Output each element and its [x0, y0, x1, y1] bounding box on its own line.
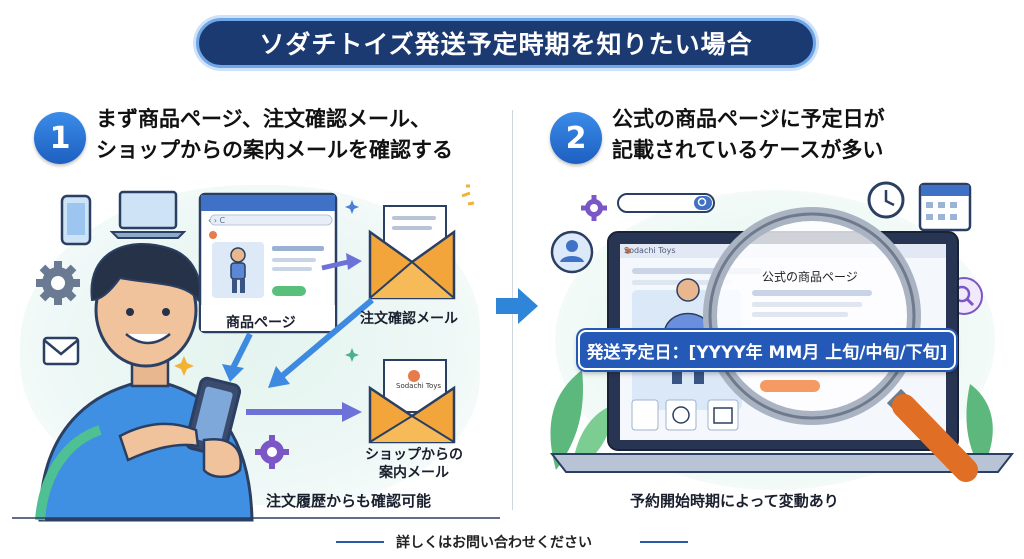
order-history-note: 注文履歴からも確認可能	[266, 492, 432, 510]
calendar-icon	[918, 182, 972, 232]
product-page-label: 商品ページ	[226, 315, 296, 331]
person-with-phone-illustration	[35, 243, 254, 522]
purple-gear-icon	[581, 195, 607, 221]
arrow-down-to-phone	[222, 332, 253, 382]
order-mail-label: 注文確認メール	[360, 311, 458, 327]
page-title: ソダチトイズ発送予定時期を知りたい場合	[196, 18, 816, 68]
gear-icon	[36, 261, 80, 305]
step2-number-badge: 2	[550, 112, 602, 164]
footer-line-right	[640, 541, 688, 543]
shop-mail-label-line1: ショップからの	[365, 447, 463, 463]
arrow-from-order-mail	[268, 297, 374, 388]
search-bar-icon	[617, 193, 715, 213]
step1-number-badge: 1	[34, 112, 86, 164]
official-page-label: 公式の商品ページ	[762, 270, 858, 284]
step2-illustration	[549, 181, 1015, 482]
step2-heading-line1: 公式の商品ページに予定日が	[612, 107, 885, 131]
arrow-to-order-mail	[321, 253, 362, 271]
shop-logo-text: Sodachi Toys	[396, 382, 442, 390]
step1-heading-line1: まず商品ページ、注文確認メール、	[96, 107, 431, 131]
step1-heading-line2: ショップからの案内メールを確認する	[96, 138, 453, 162]
footer-contact-text: 詳しくはお問い合わせください	[396, 535, 592, 551]
clock-icon	[867, 181, 905, 219]
laptop-icon	[109, 190, 187, 239]
step1-illustration: ‹ › C	[12, 184, 500, 522]
shop-guide-envelope	[368, 359, 456, 444]
browser-window-illustration: ‹ › C	[198, 192, 338, 334]
variation-note: 予約開始時期によって変動あり	[630, 492, 839, 510]
smartphone-icon	[60, 194, 92, 246]
arrow-to-shop-mail	[246, 402, 362, 422]
step2-heading-line2: 記載されているケースが多い	[612, 138, 884, 162]
purple-gear-icon	[255, 435, 289, 469]
footer-line-left	[336, 541, 384, 543]
mail-icon	[42, 336, 80, 366]
site-name-label: Sodachi Toys	[624, 246, 676, 255]
shop-mail-label-line2: 案内メール	[379, 465, 449, 481]
order-confirmation-envelope	[368, 205, 456, 300]
step2-heading: 公式の商品ページに予定日が 記載されているケースが多い	[612, 104, 885, 166]
shop-mail-label: ショップからの 案内メール	[364, 446, 464, 482]
svg-text:‹ › C: ‹ › C	[208, 216, 225, 225]
shipping-date-banner: 発送予定日：[YYYY年 MM月 上旬/中旬/下旬]	[578, 330, 956, 370]
step1-heading: まず商品ページ、注文確認メール、 ショップからの案内メールを確認する	[96, 104, 453, 166]
user-profile-icon	[550, 230, 594, 274]
next-step-arrow-icon	[496, 288, 538, 324]
sparkle-icons	[174, 184, 475, 376]
